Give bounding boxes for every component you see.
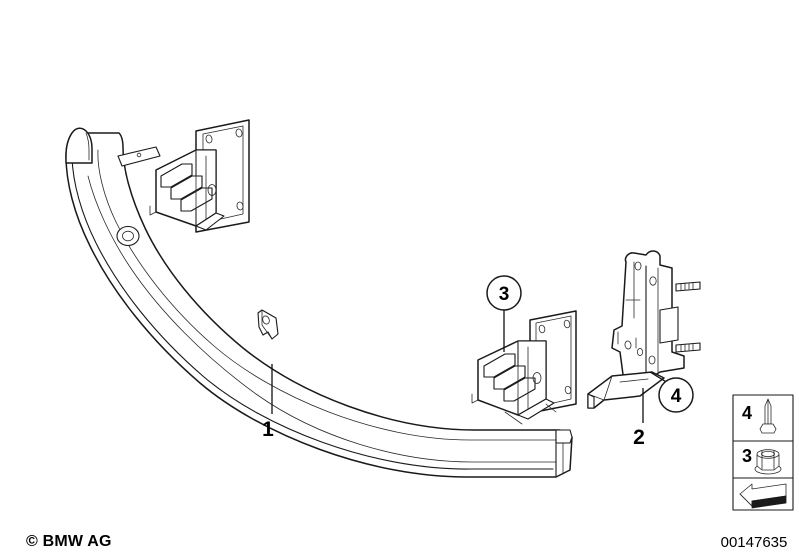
beam-boss-hole xyxy=(116,225,140,247)
mounting-bracket xyxy=(587,250,701,409)
legend-box: 4 3 xyxy=(732,394,794,511)
callout-1-label: 1 xyxy=(262,418,274,441)
callout-4-label: 4 xyxy=(671,386,682,407)
beam-center-tab xyxy=(257,309,279,340)
bracket-stud-lower xyxy=(675,342,701,353)
callout-2-label: 2 xyxy=(633,426,645,449)
bumper-carrier-beam xyxy=(65,127,573,478)
callout-4-circle[interactable] xyxy=(658,377,694,413)
callout-3[interactable]: 3 xyxy=(486,275,522,311)
callout-4[interactable]: 4 xyxy=(658,377,694,413)
beam-left-strut xyxy=(117,146,161,167)
callout-3-circle[interactable] xyxy=(486,275,522,311)
blind-rivet-icon xyxy=(759,398,777,434)
legend-label-4: 4 xyxy=(742,403,752,423)
legend-label-3: 3 xyxy=(742,446,752,466)
copyright-notice: © BMW AG xyxy=(26,533,112,550)
view-direction-arrow-icon xyxy=(739,483,787,509)
legend-row-rivet: 4 xyxy=(742,398,777,434)
flange-nut-icon xyxy=(754,449,782,475)
leader-lines xyxy=(271,310,669,423)
callout-3-label: 3 xyxy=(499,284,510,305)
crash-box-right xyxy=(471,310,577,425)
crash-box-left xyxy=(149,119,250,233)
bracket-stud-upper xyxy=(675,281,701,292)
legend-row-nut: 3 xyxy=(742,446,782,475)
diagram-id: 00147635 xyxy=(720,534,788,551)
